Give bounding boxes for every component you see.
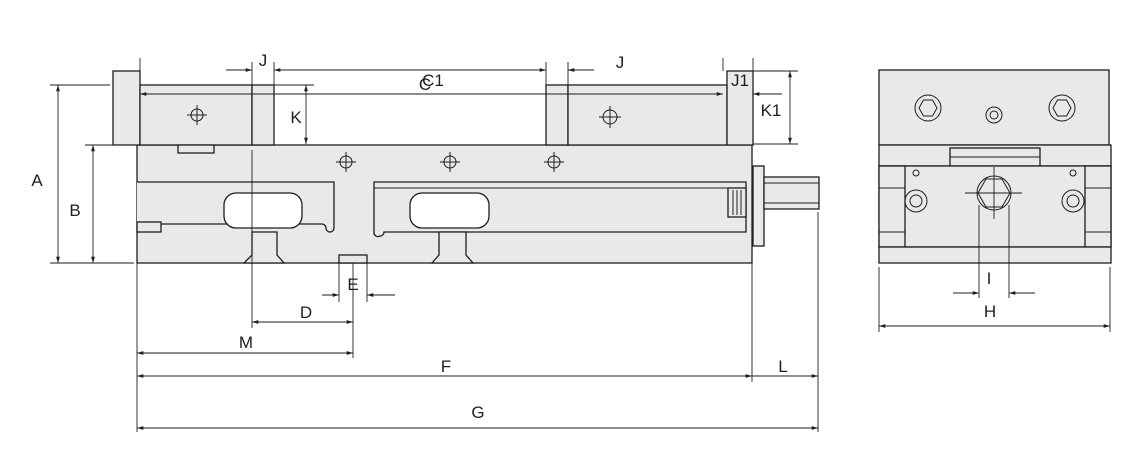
dim-d: D	[300, 303, 312, 322]
slot-stop	[136, 221, 162, 233]
dim-h: H	[984, 302, 996, 321]
right-window	[409, 192, 490, 229]
front-base	[878, 246, 1112, 264]
dim-b: B	[69, 201, 80, 220]
fixed-jaw-plate	[251, 84, 275, 146]
dim-m: M	[239, 333, 253, 352]
bolt-icons	[904, 94, 1085, 219]
dim-j-right: J	[616, 53, 625, 72]
dim-j-left: J	[259, 51, 268, 70]
dim-k: K	[290, 108, 302, 127]
dim-g: G	[471, 403, 484, 422]
dim-f: F	[441, 357, 451, 376]
screw-shaft	[763, 176, 820, 210]
dimensions-side: C1 J1 J C J K K1 A B E D M F	[31, 51, 819, 432]
foot-right	[430, 231, 475, 264]
dim-c: C	[419, 75, 431, 94]
front-view	[878, 69, 1112, 264]
dim-c1: C1	[422, 71, 444, 90]
fixed-jaw-post	[112, 70, 141, 146]
jaw-key	[177, 144, 215, 154]
dim-j1: J1	[731, 71, 749, 90]
side-view	[112, 70, 820, 264]
dim-k1: K1	[761, 101, 782, 120]
key-e	[338, 254, 368, 264]
dimensions-front: I H	[878, 205, 1111, 332]
end-plate	[752, 165, 765, 247]
movable-jaw-post	[726, 70, 754, 146]
dim-a: A	[31, 171, 43, 190]
hole-icons	[187, 105, 621, 172]
dim-l: L	[778, 357, 787, 376]
left-window	[223, 192, 303, 229]
dim-i: I	[987, 269, 992, 288]
